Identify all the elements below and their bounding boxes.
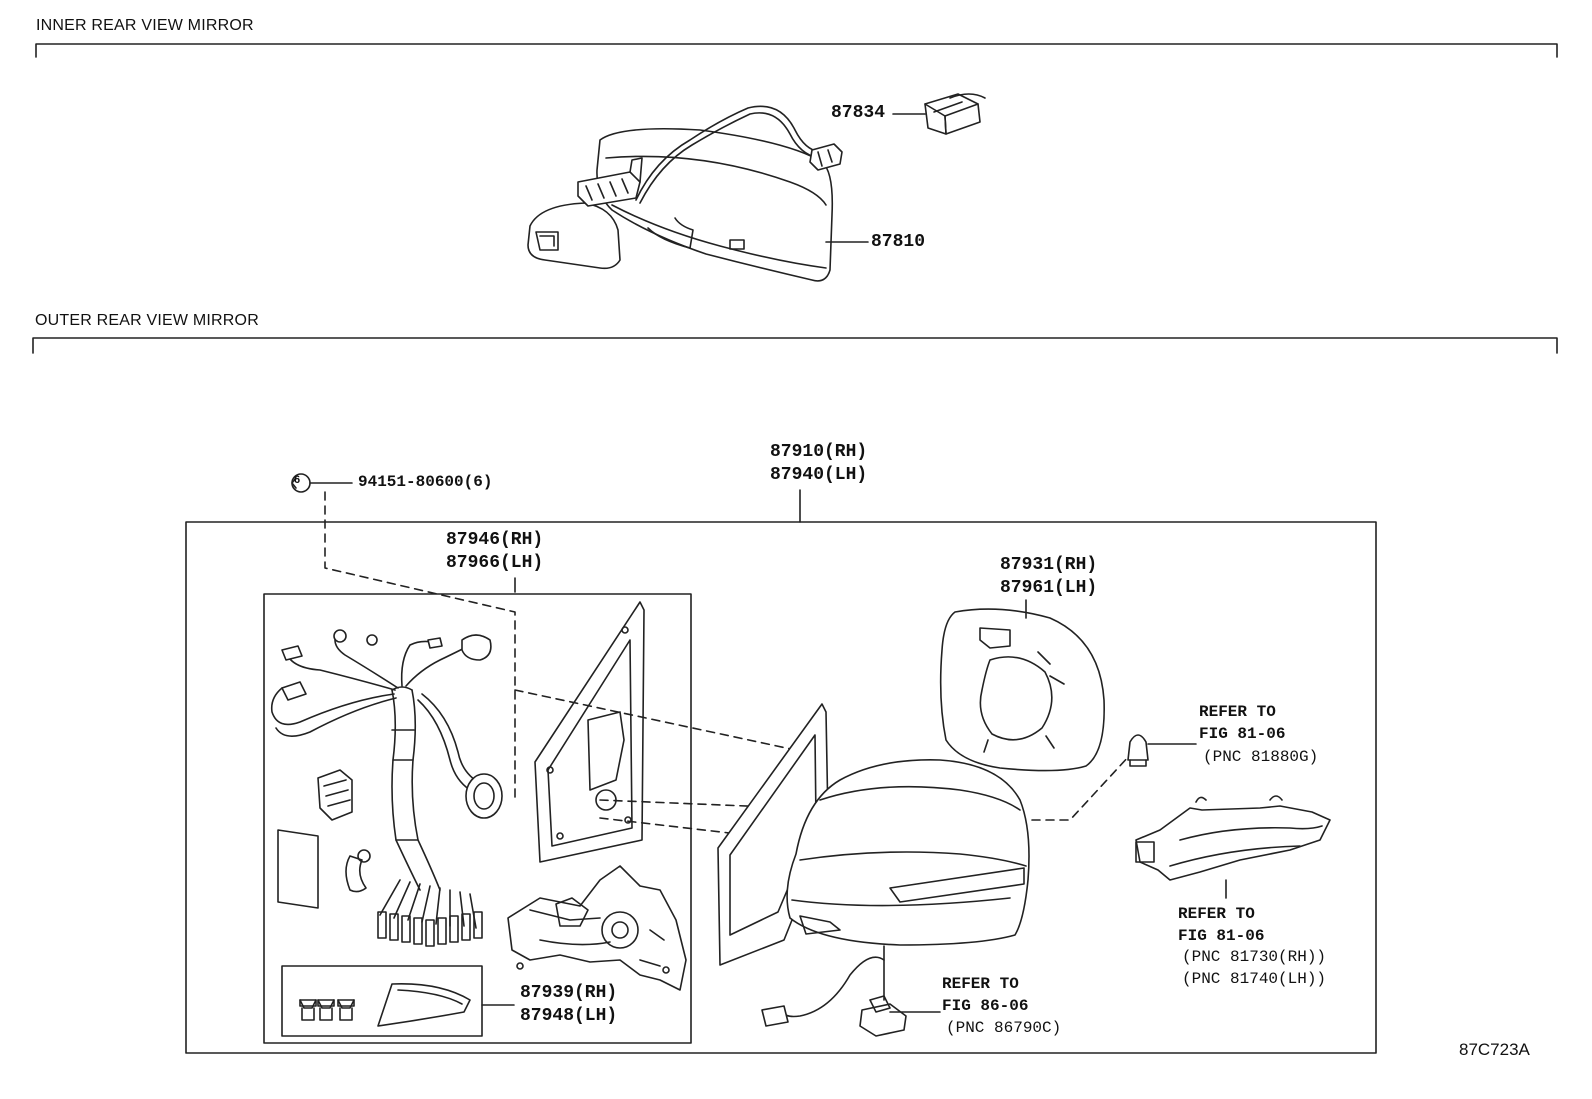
harness-box — [264, 594, 691, 1043]
dash-guide-1 — [515, 690, 805, 752]
part-number-87961-lh[interactable]: 87961(LH) — [1000, 578, 1098, 598]
wiring-harness-drawing — [272, 630, 502, 946]
outer-section-title: OUTER REAR VIEW MIRROR — [35, 312, 259, 329]
outer-section-bracket — [33, 338, 1557, 353]
inner-section-title: INNER REAR VIEW MIRROR — [36, 17, 254, 34]
part-number-87931-rh[interactable]: 87931(RH) — [1000, 555, 1098, 575]
terminal-row — [378, 912, 482, 946]
bulb-ref-line-1: REFER TO — [1199, 703, 1276, 721]
part-number-87946-rh[interactable]: 87946(RH) — [446, 530, 544, 550]
part-number-87939-rh[interactable]: 87939(RH) — [520, 983, 618, 1003]
part-number-87948-lh[interactable]: 87948(LH) — [520, 1006, 618, 1026]
clip-mark: 6 — [294, 474, 301, 486]
part-number-87834[interactable]: 87834 — [831, 103, 886, 123]
lamp-ref-line-3: (PNC 86790C) — [946, 1019, 1062, 1037]
outer-mirror-drawing — [718, 704, 1029, 1036]
bulb-ref-line-3: (PNC 81880G) — [1203, 748, 1319, 766]
lamp-ref-line-2[interactable]: FIG 86-06 — [942, 997, 1029, 1015]
part-number-87810[interactable]: 87810 — [871, 232, 926, 252]
retractor-motor-drawing — [508, 866, 686, 990]
mirror-glass-drawing — [941, 600, 1105, 771]
part-87834-drawing — [925, 94, 985, 134]
inner-section-bracket — [36, 44, 1557, 57]
lamp-ref-line-1: REFER TO — [942, 975, 1019, 993]
part-number-87966-lh[interactable]: 87966(LH) — [446, 553, 544, 573]
bulb-ref-line-2[interactable]: FIG 81-06 — [1199, 725, 1286, 743]
turn-ref-line-4: (PNC 81740(LH)) — [1182, 970, 1327, 988]
part-number-94151-80600[interactable]: 94151-80600(6) — [358, 473, 493, 491]
inner-mirror-drawing — [528, 94, 985, 281]
turn-ref-line-2[interactable]: FIG 81-06 — [1178, 927, 1265, 945]
turn-signal-drawing — [1136, 796, 1330, 898]
cover-screw-box — [282, 966, 482, 1036]
screw-3 — [338, 1000, 354, 1020]
clip-part — [292, 474, 352, 492]
figure-code: 87C723A — [1459, 1040, 1530, 1059]
part-number-87940-lh[interactable]: 87940(LH) — [770, 465, 868, 485]
screw-1 — [300, 1000, 316, 1020]
screw-2 — [318, 1000, 334, 1020]
turn-ref-line-1: REFER TO — [1178, 905, 1255, 923]
clip-dash-leader — [325, 492, 515, 800]
mirror-assembly-box — [186, 522, 1376, 1053]
part-number-87910-rh[interactable]: 87910(RH) — [770, 442, 868, 462]
screws-and-cover — [300, 984, 470, 1026]
turn-ref-line-3: (PNC 81730(RH)) — [1182, 948, 1327, 966]
bulb-drawing — [1128, 735, 1196, 766]
base-plate-drawing — [535, 602, 644, 862]
